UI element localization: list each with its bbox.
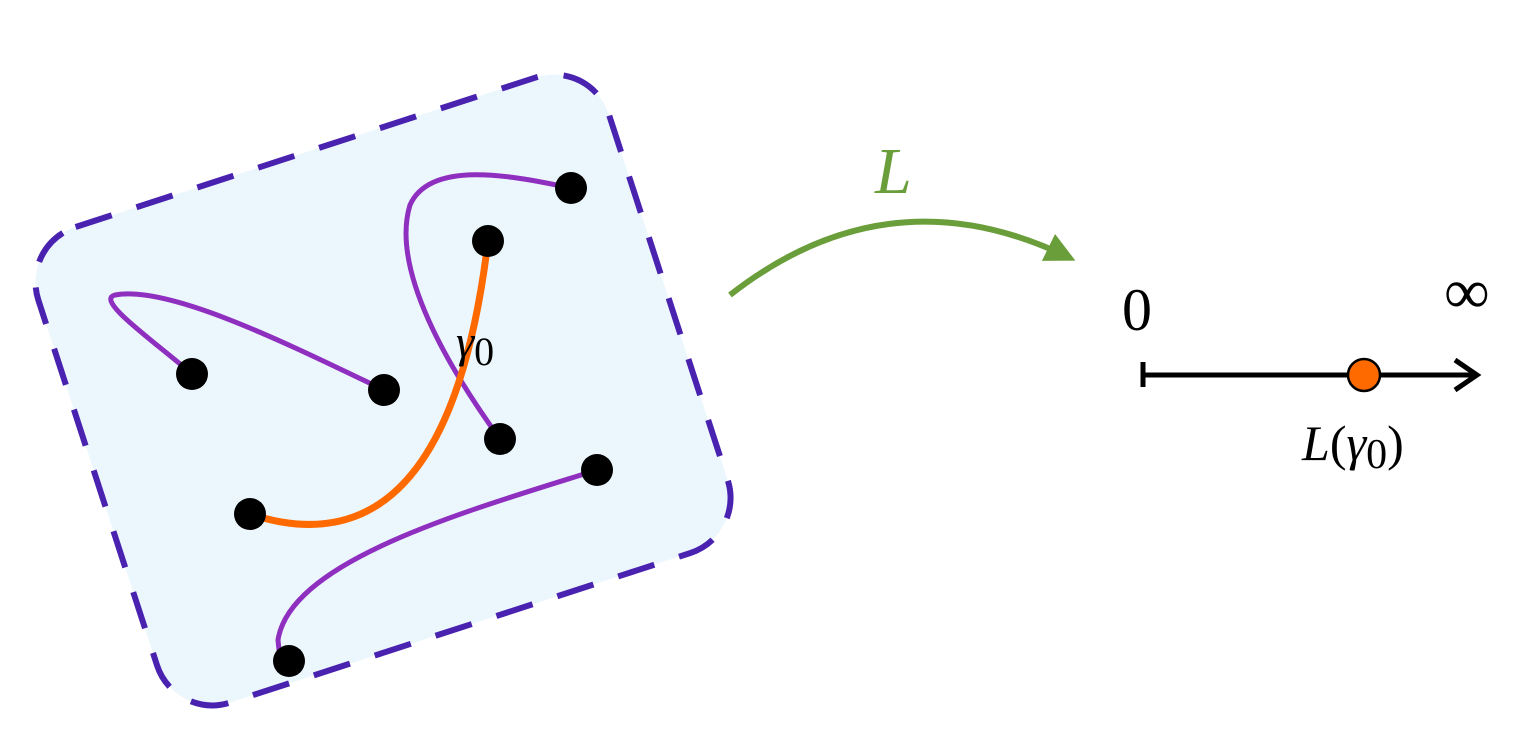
axis-infinity-label: ∞ [1444,256,1490,327]
gamma0-label: γ0 [456,316,494,374]
endpoints [176,172,613,677]
endpoint [581,454,613,486]
gamma-subscript: 0 [474,329,494,374]
endpoint [273,645,305,677]
endpoint [472,225,504,257]
endpoint [555,172,587,204]
path-curve-2 [403,172,572,441]
length-axis [1140,357,1482,393]
gamma-symbol: γ [456,316,476,367]
endpoint [176,358,208,390]
axis-zero-label: 0 [1122,277,1152,343]
highlighted-path-gamma0 [248,240,492,528]
endpoint [368,374,400,406]
path-curve-3 [275,467,598,661]
value-label: L(γ0) [1301,415,1404,478]
endpoint [234,498,266,530]
value-marker [1346,357,1382,393]
path-curve-1 [108,291,386,393]
map-arrow [728,218,1076,298]
endpoint [484,423,516,455]
map-label: L [874,135,912,208]
